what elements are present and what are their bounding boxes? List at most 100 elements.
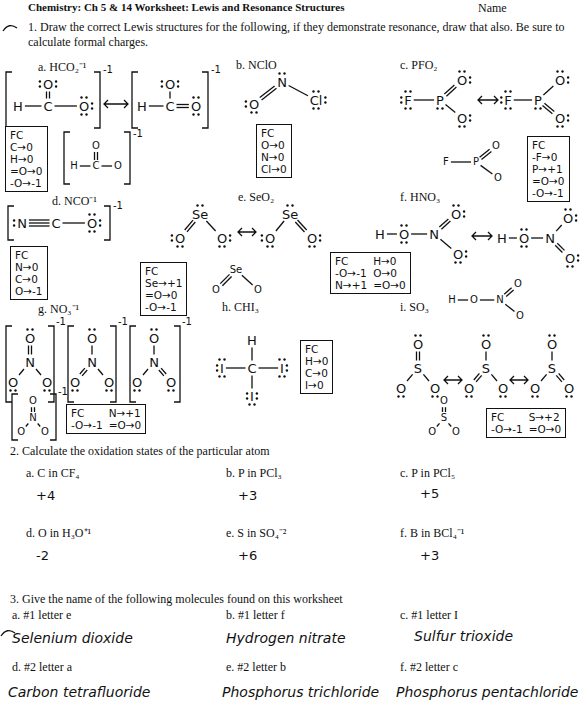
bond-line <box>169 92 170 99</box>
atom-symbol: O <box>175 232 185 245</box>
atom-symbol: I <box>220 362 224 375</box>
lone-pair-dot <box>536 395 538 397</box>
lone-pair-dot <box>216 369 218 371</box>
atom-symbol: O <box>519 232 529 245</box>
lone-pair-dot <box>218 245 220 247</box>
lone-pair-dot <box>55 80 57 82</box>
lone-pair-dot <box>250 111 252 113</box>
bond-line <box>551 352 552 361</box>
box-heading: FC <box>335 255 367 267</box>
atom-symbol: O <box>440 396 448 406</box>
lone-pair-dot <box>99 224 101 226</box>
item-label: a. #1 letter e <box>12 608 71 623</box>
lone-pair-dot <box>312 107 314 109</box>
lone-pair-dot <box>218 375 220 377</box>
bond-line <box>543 106 553 114</box>
box-heading: FC <box>10 129 43 141</box>
lone-pair-dot <box>266 245 268 247</box>
item-label: d. #2 letter a <box>12 660 72 675</box>
lone-pair-dot <box>13 219 15 221</box>
atom-symbol: O <box>457 112 467 125</box>
lone-pair-dot <box>499 395 501 397</box>
lone-pair-dot <box>229 239 231 241</box>
lone-pair-dot <box>458 70 460 72</box>
bond-line <box>411 233 427 234</box>
lone-pair-dot <box>286 204 288 206</box>
atom-symbol: O <box>132 376 142 389</box>
lone-pair-dot <box>402 395 404 397</box>
atom-symbol: F <box>443 157 449 167</box>
lone-pair-dot <box>520 228 522 230</box>
lone-pair-dot <box>553 334 555 336</box>
bond-line <box>80 368 85 374</box>
item-label: e. #2 letter b <box>226 660 286 675</box>
atom-symbol: O <box>514 279 522 289</box>
atom-symbol: O <box>87 217 97 230</box>
lone-pair-dot <box>463 125 465 127</box>
lone-pair-dot <box>567 76 569 78</box>
atom-symbol: C <box>247 362 256 375</box>
atom-symbol: H <box>247 334 257 347</box>
bond-line <box>31 407 32 412</box>
charge-entry: N→+1 <box>109 407 142 419</box>
lone-pair-dot <box>567 114 569 116</box>
item-label: d. O in H₃O⁺¹ <box>26 524 91 541</box>
lone-pair-dot <box>26 328 28 330</box>
bond-line <box>49 92 50 99</box>
lone-pair-dot <box>192 96 194 98</box>
lone-pair-dot <box>177 85 179 87</box>
lone-pair-dot <box>245 105 247 107</box>
lone-pair-dot <box>229 234 231 236</box>
answer: +5 <box>420 486 439 501</box>
box-heading: FC <box>491 411 523 423</box>
item-label: g. NO₃⁻¹ <box>38 300 79 317</box>
lone-pair-dot <box>93 213 95 215</box>
lone-pair-dot <box>161 80 163 82</box>
atom-symbol: O <box>166 376 176 389</box>
lone-pair-dot <box>283 375 285 377</box>
atom-symbol: O <box>563 212 573 225</box>
atom-symbol: F <box>404 94 411 107</box>
lone-pair-dot <box>278 72 280 74</box>
charge-entry: =O→0 <box>373 279 406 291</box>
formal-charge-box: FC-F→0P→+1=O→0-O→-1 <box>527 136 570 202</box>
atom-symbol: O <box>498 382 508 395</box>
atom-symbol: O <box>79 100 89 113</box>
bond-line <box>441 221 450 229</box>
atom-symbol: O <box>87 332 97 345</box>
lone-pair-dot <box>317 90 319 92</box>
lone-pair-dot <box>548 334 550 336</box>
lone-pair-dot <box>192 113 194 115</box>
bond-line <box>220 274 229 283</box>
bond-line <box>63 222 85 223</box>
atom-symbol: O <box>70 376 80 389</box>
atom-symbol: O <box>492 141 500 151</box>
lone-pair-dot <box>525 228 527 230</box>
lone-pair-dot <box>105 389 107 391</box>
atom-symbol: O <box>149 332 159 345</box>
lone-pair-dot <box>465 255 467 257</box>
lone-pair-dot <box>197 96 199 98</box>
atom-symbol: O <box>555 112 565 125</box>
box-heading: FC <box>15 249 43 261</box>
bond-line <box>556 225 562 231</box>
lone-pair-dot <box>561 70 563 72</box>
bracket <box>64 132 130 184</box>
lone-pair-dot <box>419 334 421 336</box>
formal-charge-box: FCN→0C→0O→-1 <box>10 246 48 300</box>
bond-line <box>102 165 113 166</box>
bond-line <box>541 374 547 381</box>
answer: Carbon tetrafluoride <box>8 684 150 700</box>
charge-entry: -F→0 <box>532 151 565 163</box>
lone-pair-dot <box>91 102 93 104</box>
bond-line <box>480 149 490 157</box>
atom-symbol: C <box>43 100 52 113</box>
lone-pair-dot <box>319 239 321 241</box>
lone-pair-dot <box>400 96 402 98</box>
atom-symbol: O <box>25 332 35 345</box>
lone-pair-dot <box>93 328 95 330</box>
bond-line <box>414 99 434 100</box>
charge-entry: -O→-1 <box>532 187 565 199</box>
item-label: i. SO₃ <box>400 300 429 315</box>
atom-symbol: O <box>265 232 275 245</box>
